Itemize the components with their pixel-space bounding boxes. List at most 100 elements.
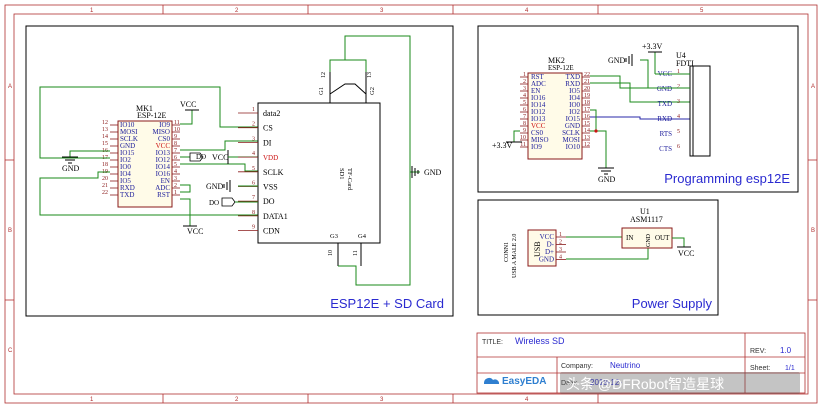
mk2-left-num: 1 xyxy=(523,72,526,78)
sd1-pin: DI xyxy=(263,138,272,147)
mk1-right-num: 6 xyxy=(174,155,177,161)
u4-pin: CTS xyxy=(659,145,672,153)
tb-title: Wireless SD xyxy=(515,336,565,346)
tb-sheet-label: Sheet: xyxy=(750,365,770,372)
u1-in: IN xyxy=(626,234,633,242)
u4-pin-num: 1 xyxy=(677,69,680,75)
section-programming-box xyxy=(477,25,799,193)
sd1-pin: DO xyxy=(263,197,275,206)
mk2-vcc-wire xyxy=(513,130,520,142)
mk2-left-pin: IO12 xyxy=(531,108,546,116)
easyeda-logo-icon xyxy=(484,378,500,384)
sd1-g2: G2 xyxy=(369,87,376,95)
sd1-pin-num: 7 xyxy=(252,195,255,201)
mk2-left-pin: IO14 xyxy=(531,101,546,109)
conn1-pin-num: 2 xyxy=(559,240,562,246)
tb-date: 2019-12- xyxy=(590,378,622,387)
sd1-pin-num: 2 xyxy=(252,122,255,128)
frame-row-a: A xyxy=(8,84,12,90)
frame-col-4: 4 xyxy=(525,8,529,14)
mk1-right-num: 1 xyxy=(174,190,177,196)
mk2-left-pin: ADC xyxy=(531,80,546,88)
mk1-left-num: 12 xyxy=(102,120,108,126)
frame-row-b: B xyxy=(8,228,12,234)
sd1-g3: G3 xyxy=(330,233,338,240)
frame-col-3: 3 xyxy=(380,8,384,14)
mk1-right-pin: IO9 xyxy=(159,121,170,129)
mk1-right-num: 7 xyxy=(174,148,177,154)
tb-rev-label: REV: xyxy=(750,348,766,355)
mk2-gnd-symbol xyxy=(598,167,614,175)
mk1-left-pin: SCLK xyxy=(120,135,138,143)
mk2-right-pin: IO4 xyxy=(569,94,580,102)
conn1-ref: CONN1 xyxy=(504,242,510,262)
u1-vcc-label: VCC xyxy=(678,249,694,258)
mk2-left-num: 8 xyxy=(523,121,526,127)
conn1-pin-num: 1 xyxy=(559,232,562,238)
u4-gnd-symbol xyxy=(625,54,633,66)
mk1-left-num: 14 xyxy=(102,134,108,140)
sd1-n10: 10 xyxy=(328,250,334,256)
mk1-left-num: 13 xyxy=(102,127,108,133)
u4-pin-num: 6 xyxy=(677,144,680,150)
mk1-right-pin: MISO xyxy=(152,128,170,136)
sd1-pin: SCLK xyxy=(263,168,284,177)
mk1-right-pin: RST xyxy=(157,191,171,199)
inner-frame xyxy=(13,13,809,395)
watermark-text: 头条 @DFRobot智造星球 xyxy=(566,376,724,392)
mk2-right-pin: RXD xyxy=(565,80,580,88)
mk2-right-num: 13 xyxy=(584,135,590,141)
section-power-box xyxy=(477,199,719,316)
mk2-right-pin: MOSI xyxy=(562,136,580,144)
sd-vss-gnd-symbol xyxy=(223,180,231,192)
mk2-right-pin: IO5 xyxy=(569,87,580,95)
conn1-name: USB A MALE 2.0 xyxy=(512,234,518,278)
mk1-ref: MK1 xyxy=(136,104,153,113)
mk2-left-pin: CS0 xyxy=(531,129,544,137)
frame-row-b-right: B xyxy=(811,228,815,234)
u4-gnd-label: GND xyxy=(608,56,626,65)
mk2-left-num: 7 xyxy=(523,114,526,120)
u4-pin: RXD xyxy=(657,115,672,123)
sd1-n12: 12 xyxy=(321,72,327,78)
mk2-left-num: 4 xyxy=(523,93,526,99)
mk2-left-num: 6 xyxy=(523,107,526,113)
mk1-right-pin: IO14 xyxy=(156,163,171,171)
tb-sheet: 1/1 xyxy=(785,365,795,372)
tb-logo: EasyEDA xyxy=(502,376,546,387)
mk1-right-pin: VCC xyxy=(156,142,171,150)
sd1-gnd-label: GND xyxy=(424,168,442,177)
mk2-right-pin: TXD xyxy=(566,73,580,81)
frame-col-4-bottom: 4 xyxy=(525,397,529,403)
section-power-label: Power Supply xyxy=(632,296,713,311)
u1-name: ASM1117 xyxy=(630,215,663,224)
mk2-right-pin: SCLK xyxy=(562,129,580,137)
mk2-gnd-label: GND xyxy=(598,175,616,184)
mk2-right-num: 18 xyxy=(584,100,590,106)
mk2-left-pin: RST xyxy=(531,73,545,81)
sd1-n13: 13 xyxy=(367,72,373,78)
watermark-bg xyxy=(560,372,800,394)
sd1-n11: 11 xyxy=(353,250,359,256)
mk1-right-num: 2 xyxy=(174,183,177,189)
sd-do-netflag xyxy=(221,197,236,207)
mk2-left-num: 3 xyxy=(523,86,526,92)
mk2-left-pin: IO9 xyxy=(531,143,542,151)
mk2-left-pin: IO16 xyxy=(531,94,546,102)
mk1-right-num: 3 xyxy=(174,176,177,182)
mk2-left-pin: VCC xyxy=(531,122,546,130)
mk1-left-pin: IO15 xyxy=(120,149,135,157)
sd1-pin: data2 xyxy=(263,109,280,118)
mk2-right-num: 15 xyxy=(584,121,590,127)
mk2-io0-gnd xyxy=(590,109,597,131)
u4-gnd-wire xyxy=(640,59,690,89)
frame-row-c: C xyxy=(8,348,13,354)
mk1-right-pin: ADC xyxy=(155,184,170,192)
sd1-g1: G1 xyxy=(318,87,325,95)
sd1-pin-num: 9 xyxy=(252,225,255,231)
mk1-left-pin: IO5 xyxy=(120,177,131,185)
mk2-right-num: 17 xyxy=(584,107,590,113)
section-esp-sd-label: ESP12E + SD Card xyxy=(330,296,444,311)
u4-name: FDTI xyxy=(676,59,694,68)
sd1-pin-num: 4 xyxy=(252,151,255,157)
